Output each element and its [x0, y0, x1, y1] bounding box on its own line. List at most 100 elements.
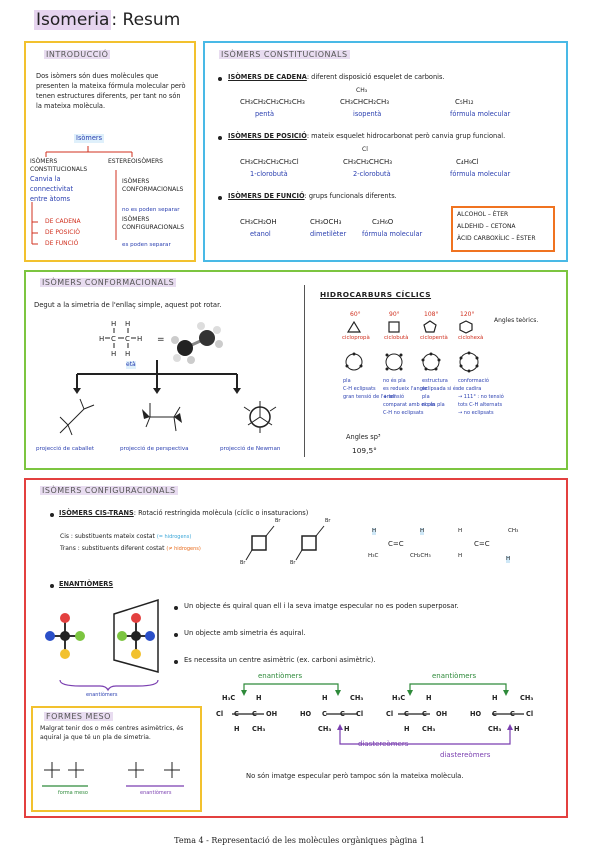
- atom: C: [340, 710, 345, 718]
- note: tots C-H alternats: [458, 402, 503, 408]
- funcio-row: Isòmers de funció: grups funcionals dife…: [228, 192, 397, 201]
- bullet: [50, 513, 54, 517]
- svg-text:H: H: [99, 335, 104, 343]
- const-item-funcio: De funció: [45, 240, 79, 247]
- funcio-f2: CH₃OCH₃: [310, 218, 342, 226]
- stereo-item-config-note: es poden separar: [122, 242, 171, 248]
- atom: CH₃: [252, 725, 266, 733]
- atom: H: [322, 694, 328, 702]
- svg-text:H: H: [125, 320, 130, 328]
- atom: CH₃: [318, 725, 332, 733]
- atom: OH: [436, 710, 448, 718]
- ring-notes-2: no és pla es redueix l'angle + tensió co…: [383, 377, 435, 417]
- atom: C: [492, 710, 497, 718]
- note: → 111° : no tensió: [458, 394, 504, 400]
- funcio-f3: C₂H₆O: [372, 218, 394, 226]
- proj-newman: projecció de Newman: [220, 446, 281, 452]
- br-2: Br: [240, 560, 246, 566]
- bullet: [218, 77, 222, 81]
- cadena-f1: CH₃CH₂CH₂CH₂CH₃: [240, 98, 305, 106]
- posicio-n3: fórmula molecular: [450, 170, 511, 178]
- note: conformació: [458, 378, 489, 384]
- svg-text:H: H: [125, 350, 130, 358]
- note: C-H eclipsats: [343, 386, 376, 392]
- conf-heading: Isòmers conformacionals: [40, 278, 177, 287]
- ethane-label: età: [126, 361, 136, 369]
- cadena-n2: isopentà: [353, 110, 382, 118]
- alk-l-h2: H: [420, 528, 425, 536]
- ring-notes-3: estructura eclipsada si és pla no és pla: [422, 377, 459, 409]
- point-3: Es necessita un centre asimètric (ex. ca…: [184, 656, 376, 664]
- trans-row: Trans : substituents diferent costat (≠ …: [60, 545, 201, 553]
- angles-note: Angles teòrics.: [494, 317, 539, 324]
- constitucionals-box: [203, 41, 568, 262]
- conf-desc: Degut a la simetria de l'enllaç simple, …: [34, 301, 222, 309]
- title-rest: : Resum: [111, 10, 181, 30]
- projection-drawings: [59, 398, 277, 436]
- sp3-label: Angles sp³: [346, 433, 381, 441]
- posicio-label: Isòmers de posició: [228, 132, 307, 140]
- enantiomers-label: Enantiòmers: [59, 580, 114, 588]
- atom: CH₃: [350, 694, 364, 702]
- posicio-desc: : mateix esquelet hidrocarbonat però can…: [306, 132, 506, 140]
- alk-r-h3: H: [506, 556, 511, 564]
- atom: H₃C: [222, 694, 236, 702]
- meso-text: Malgrat tenir dos o més centres asimètri…: [40, 725, 184, 742]
- ring-name-1: ciclopropà: [342, 335, 370, 341]
- alk-r-cc: C=C: [474, 540, 490, 548]
- cadena-f2top: CH₃: [356, 87, 368, 94]
- atom: H: [492, 694, 498, 702]
- meso-structures: [42, 762, 184, 787]
- atom: Cl: [526, 710, 534, 718]
- svg-text:C: C: [125, 335, 130, 343]
- funcio-n2: dimetilèter: [310, 230, 347, 238]
- atom: HO: [470, 710, 482, 718]
- note: C-H no eclipsats: [383, 410, 424, 416]
- atom: C: [510, 710, 515, 718]
- svg-text:H: H: [111, 350, 116, 358]
- ring-name-2: ciclobutà: [384, 335, 409, 341]
- bullet: [218, 136, 222, 140]
- alk-l-cc: C=C: [388, 540, 404, 548]
- alk-l-ch3: H₃C: [368, 553, 379, 559]
- cistrans-desc: : Rotació restringida molècula (cíclic o…: [133, 509, 309, 517]
- const-item-posicio: De posició: [45, 229, 80, 236]
- angle-2: 90°: [389, 311, 400, 318]
- cis-row: Cis : substituents mateix costat (= hidr…: [60, 533, 191, 541]
- posicio-f3: C₄H₉Cl: [456, 158, 479, 166]
- diastereomer-diagram: [232, 683, 524, 745]
- atom: Cl: [356, 710, 364, 718]
- atom: HO: [300, 710, 312, 718]
- posicio-n2: 2-clorobutà: [353, 170, 391, 178]
- stereo-label: Estereoisòmers: [108, 158, 163, 165]
- cadena-n3: fórmula molecular: [450, 110, 511, 118]
- atom: CH₃: [520, 694, 534, 702]
- atom: C: [322, 710, 327, 718]
- pairs-box: [451, 206, 555, 252]
- posicio-f1: CH₃CH₂CH₂CH₂Cl: [240, 158, 299, 166]
- br-3: Br: [325, 518, 331, 524]
- pair-3: Àcid carboxílic – èster: [457, 235, 536, 242]
- meso-label-1: forma meso: [58, 790, 88, 796]
- point-1: Un objecte és quiral quan ell i la seva …: [184, 602, 459, 610]
- note: eclipsada si és: [422, 386, 459, 392]
- meso-heading: Formes meso: [44, 712, 113, 721]
- trans-note: (≠ hidrogens): [166, 546, 201, 552]
- pair-2: Aldehid – cetona: [457, 223, 516, 230]
- funcio-label: Isòmers de funció: [228, 192, 305, 200]
- brace-label: enantiòmers: [86, 692, 118, 698]
- bullet: [50, 584, 54, 588]
- svg-text:H: H: [111, 320, 116, 328]
- note: pla: [343, 378, 351, 384]
- conformacionals-box: [24, 270, 568, 470]
- trans-text: Trans : substituents diferent costat: [60, 545, 165, 552]
- cyclobutane-drawings: [245, 525, 325, 561]
- title-highlight: Isomeria: [34, 10, 112, 30]
- alk-l-ch2ch3: CH₂CH₃: [410, 553, 431, 559]
- note: es redueix l'angle: [383, 386, 428, 392]
- posicio-f2top: Cl: [362, 146, 368, 153]
- page-footer: Tema 4 - Representació de les molècules …: [174, 836, 425, 845]
- atom: H: [426, 694, 432, 702]
- atom: CH₃: [488, 725, 502, 733]
- note: comparat amb el pla: [383, 402, 435, 408]
